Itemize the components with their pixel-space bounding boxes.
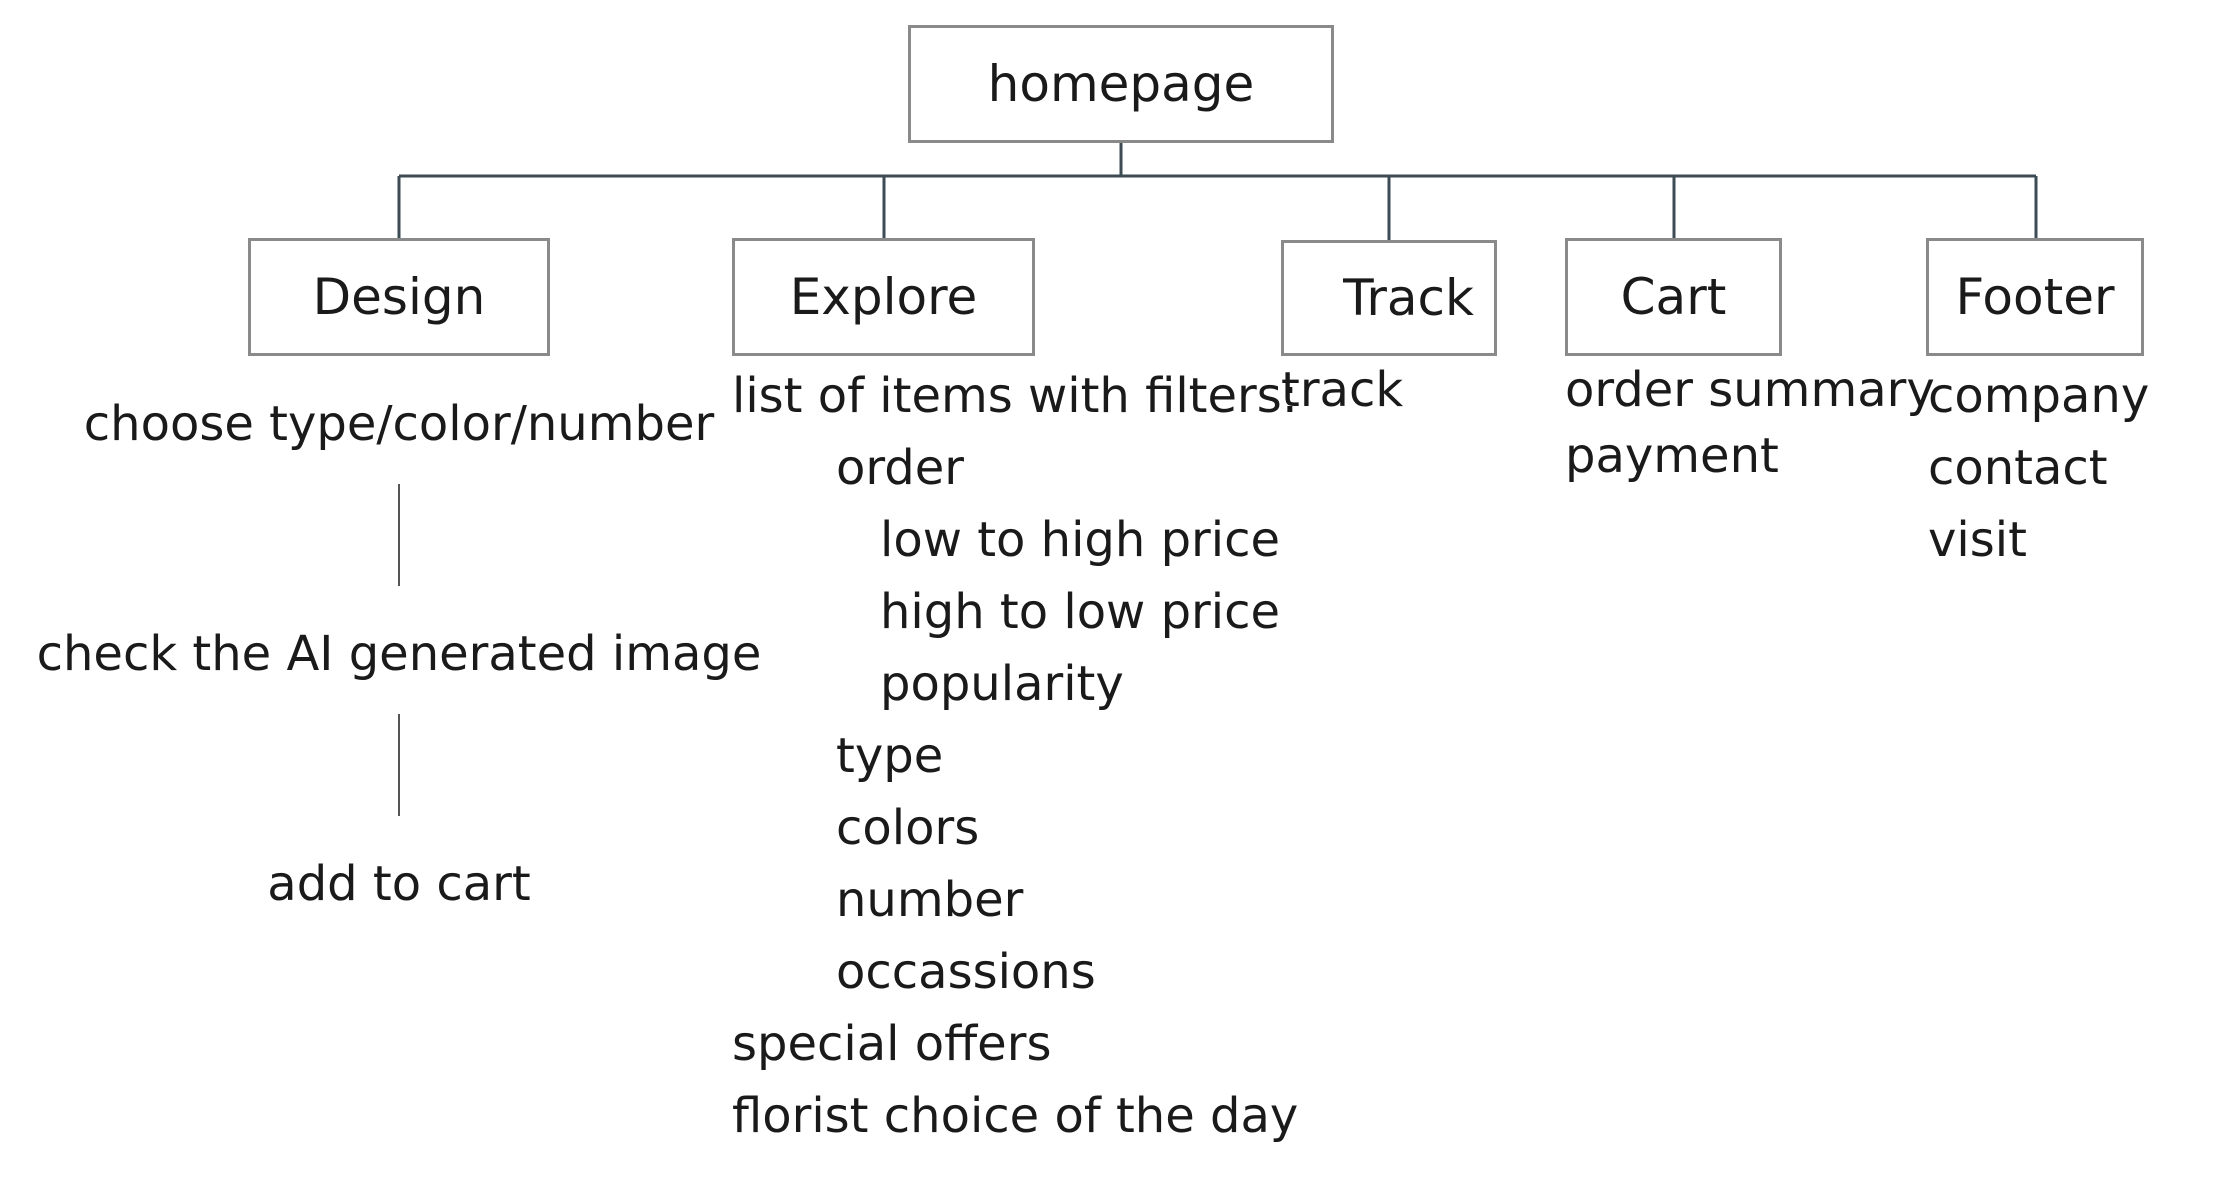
cart-item: order summary bbox=[1565, 362, 1935, 418]
explore-order-option: low to high price bbox=[880, 512, 1281, 568]
explore-filter: colors bbox=[836, 800, 980, 856]
footer-item: contact bbox=[1928, 440, 2108, 496]
track-node: Track bbox=[1281, 240, 1497, 356]
homepage-node: homepage bbox=[908, 25, 1334, 143]
design-step-2: check the AI generated image bbox=[36, 626, 762, 682]
explore-filter: type bbox=[836, 728, 944, 784]
explore-filter: number bbox=[836, 872, 1024, 928]
cart-item: payment bbox=[1565, 428, 1779, 484]
explore-heading: list of items with filters: bbox=[732, 368, 1298, 424]
cart-label: Cart bbox=[1620, 268, 1727, 326]
explore-node: Explore bbox=[732, 238, 1035, 356]
track-item: track bbox=[1281, 362, 1404, 418]
explore-order-option: popularity bbox=[880, 656, 1124, 712]
footer-item: visit bbox=[1928, 512, 2027, 568]
explore-extra: florist choice of the day bbox=[732, 1088, 1299, 1144]
footer-label: Footer bbox=[1955, 268, 2115, 326]
explore-filter: occassions bbox=[836, 944, 1096, 1000]
design-step-1: choose type/color/number bbox=[83, 396, 715, 452]
cart-node: Cart bbox=[1565, 238, 1782, 356]
homepage-label: homepage bbox=[987, 55, 1255, 113]
explore-order-option: high to low price bbox=[880, 584, 1281, 640]
track-label: Track bbox=[1343, 269, 1474, 327]
design-node: Design bbox=[248, 238, 550, 356]
explore-label: Explore bbox=[789, 268, 978, 326]
footer-item: company bbox=[1928, 368, 2150, 424]
footer-node: Footer bbox=[1926, 238, 2144, 356]
design-step-3: add to cart bbox=[267, 856, 531, 912]
explore-filter-order: order bbox=[836, 440, 964, 496]
design-label: Design bbox=[312, 268, 486, 326]
explore-extra: special offers bbox=[732, 1016, 1052, 1072]
